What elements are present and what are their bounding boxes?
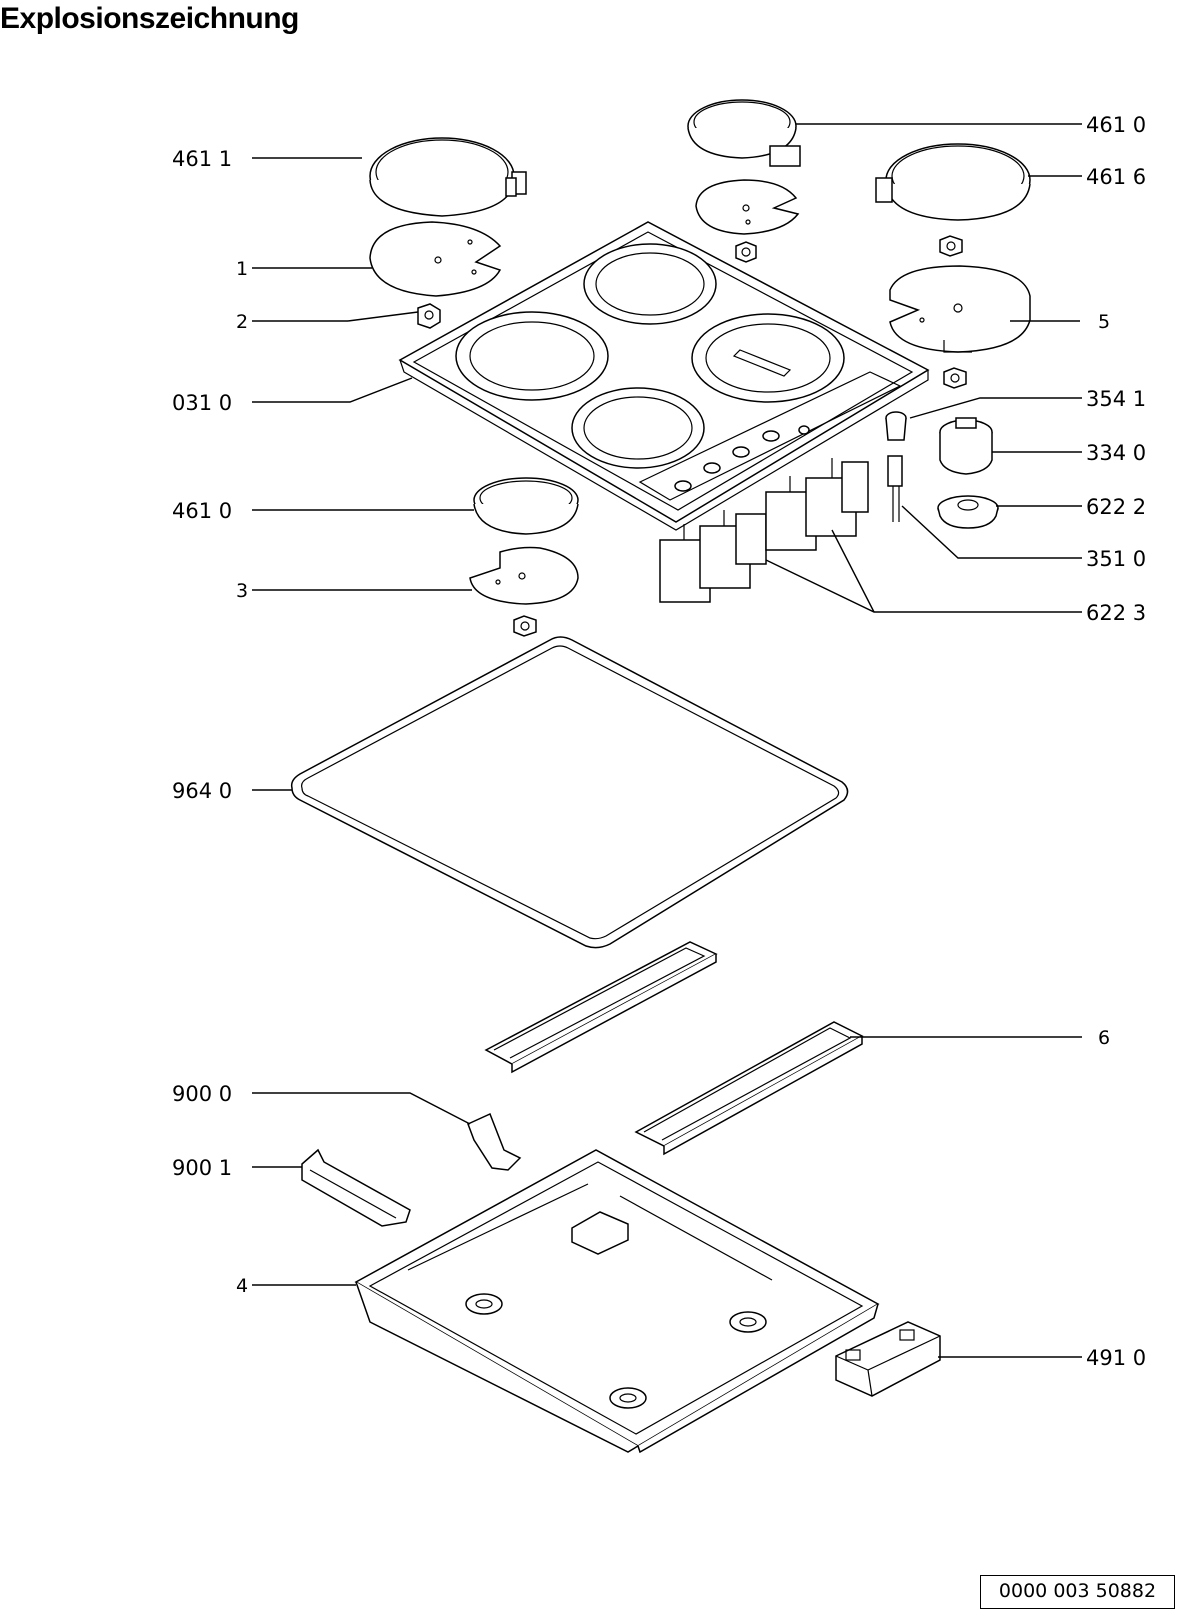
label-461-0-top: 461 0 <box>1086 113 1146 137</box>
gasket-964-0 <box>290 636 849 949</box>
hotplate-461-0-mid <box>473 477 579 535</box>
leader-lines <box>252 123 1082 1358</box>
nut-under-reflector-5 <box>943 367 967 389</box>
reflector-plate-3 <box>469 546 579 605</box>
label-622-2: 622 2 <box>1086 495 1146 519</box>
reflector-plate-1 <box>369 221 502 297</box>
support-rail-upper <box>484 941 718 1074</box>
control-knob-334-0 <box>939 417 993 475</box>
nut-under-reflector-3 <box>513 615 537 637</box>
terminal-box-491-0 <box>835 1321 941 1397</box>
label-3: 3 <box>236 580 248 602</box>
label-900-1: 900 1 <box>172 1156 232 1180</box>
label-4: 4 <box>236 1275 248 1297</box>
label-351-0: 351 0 <box>1086 547 1146 571</box>
hob-top-plate-031-0 <box>398 221 930 531</box>
page-title: Explosionszeichnung <box>0 2 299 35</box>
bracket-900-1 <box>301 1148 411 1227</box>
lamp-holder-351-0 <box>887 455 903 522</box>
hotplate-461-0-top <box>687 99 801 167</box>
label-334-0: 334 0 <box>1086 441 1146 465</box>
indicator-lamp-354-1 <box>885 411 907 441</box>
label-5: 5 <box>1098 311 1110 333</box>
energy-regulators-622-3 <box>659 458 869 603</box>
label-461-1: 461 1 <box>172 147 232 171</box>
label-461-0-mid: 461 0 <box>172 499 232 523</box>
bottom-housing-4 <box>354 1149 880 1454</box>
label-491-0: 491 0 <box>1086 1346 1146 1370</box>
support-rail-6 <box>634 1021 864 1156</box>
label-6: 6 <box>1098 1027 1110 1049</box>
label-461-6: 461 6 <box>1086 165 1146 189</box>
knob-ring-622-2 <box>937 495 999 529</box>
nut-2 <box>417 303 441 329</box>
reflector-plate-top-center <box>695 179 800 235</box>
document-number: 0000 003 50882 <box>980 1575 1175 1609</box>
nut-top-center <box>735 241 757 263</box>
label-031-0: 031 0 <box>172 391 232 415</box>
bracket-900-0 <box>467 1112 522 1171</box>
hotplate-461-1 <box>369 137 527 217</box>
label-964-0: 964 0 <box>172 779 232 803</box>
label-354-1: 354 1 <box>1086 387 1146 411</box>
nut-top-right <box>939 235 963 257</box>
label-622-3: 622 3 <box>1086 601 1146 625</box>
reflector-bowl-5 <box>889 265 1031 353</box>
label-2: 2 <box>236 311 248 333</box>
label-900-0: 900 0 <box>172 1082 232 1106</box>
label-1: 1 <box>236 258 248 280</box>
hotplate-461-6 <box>875 143 1031 221</box>
